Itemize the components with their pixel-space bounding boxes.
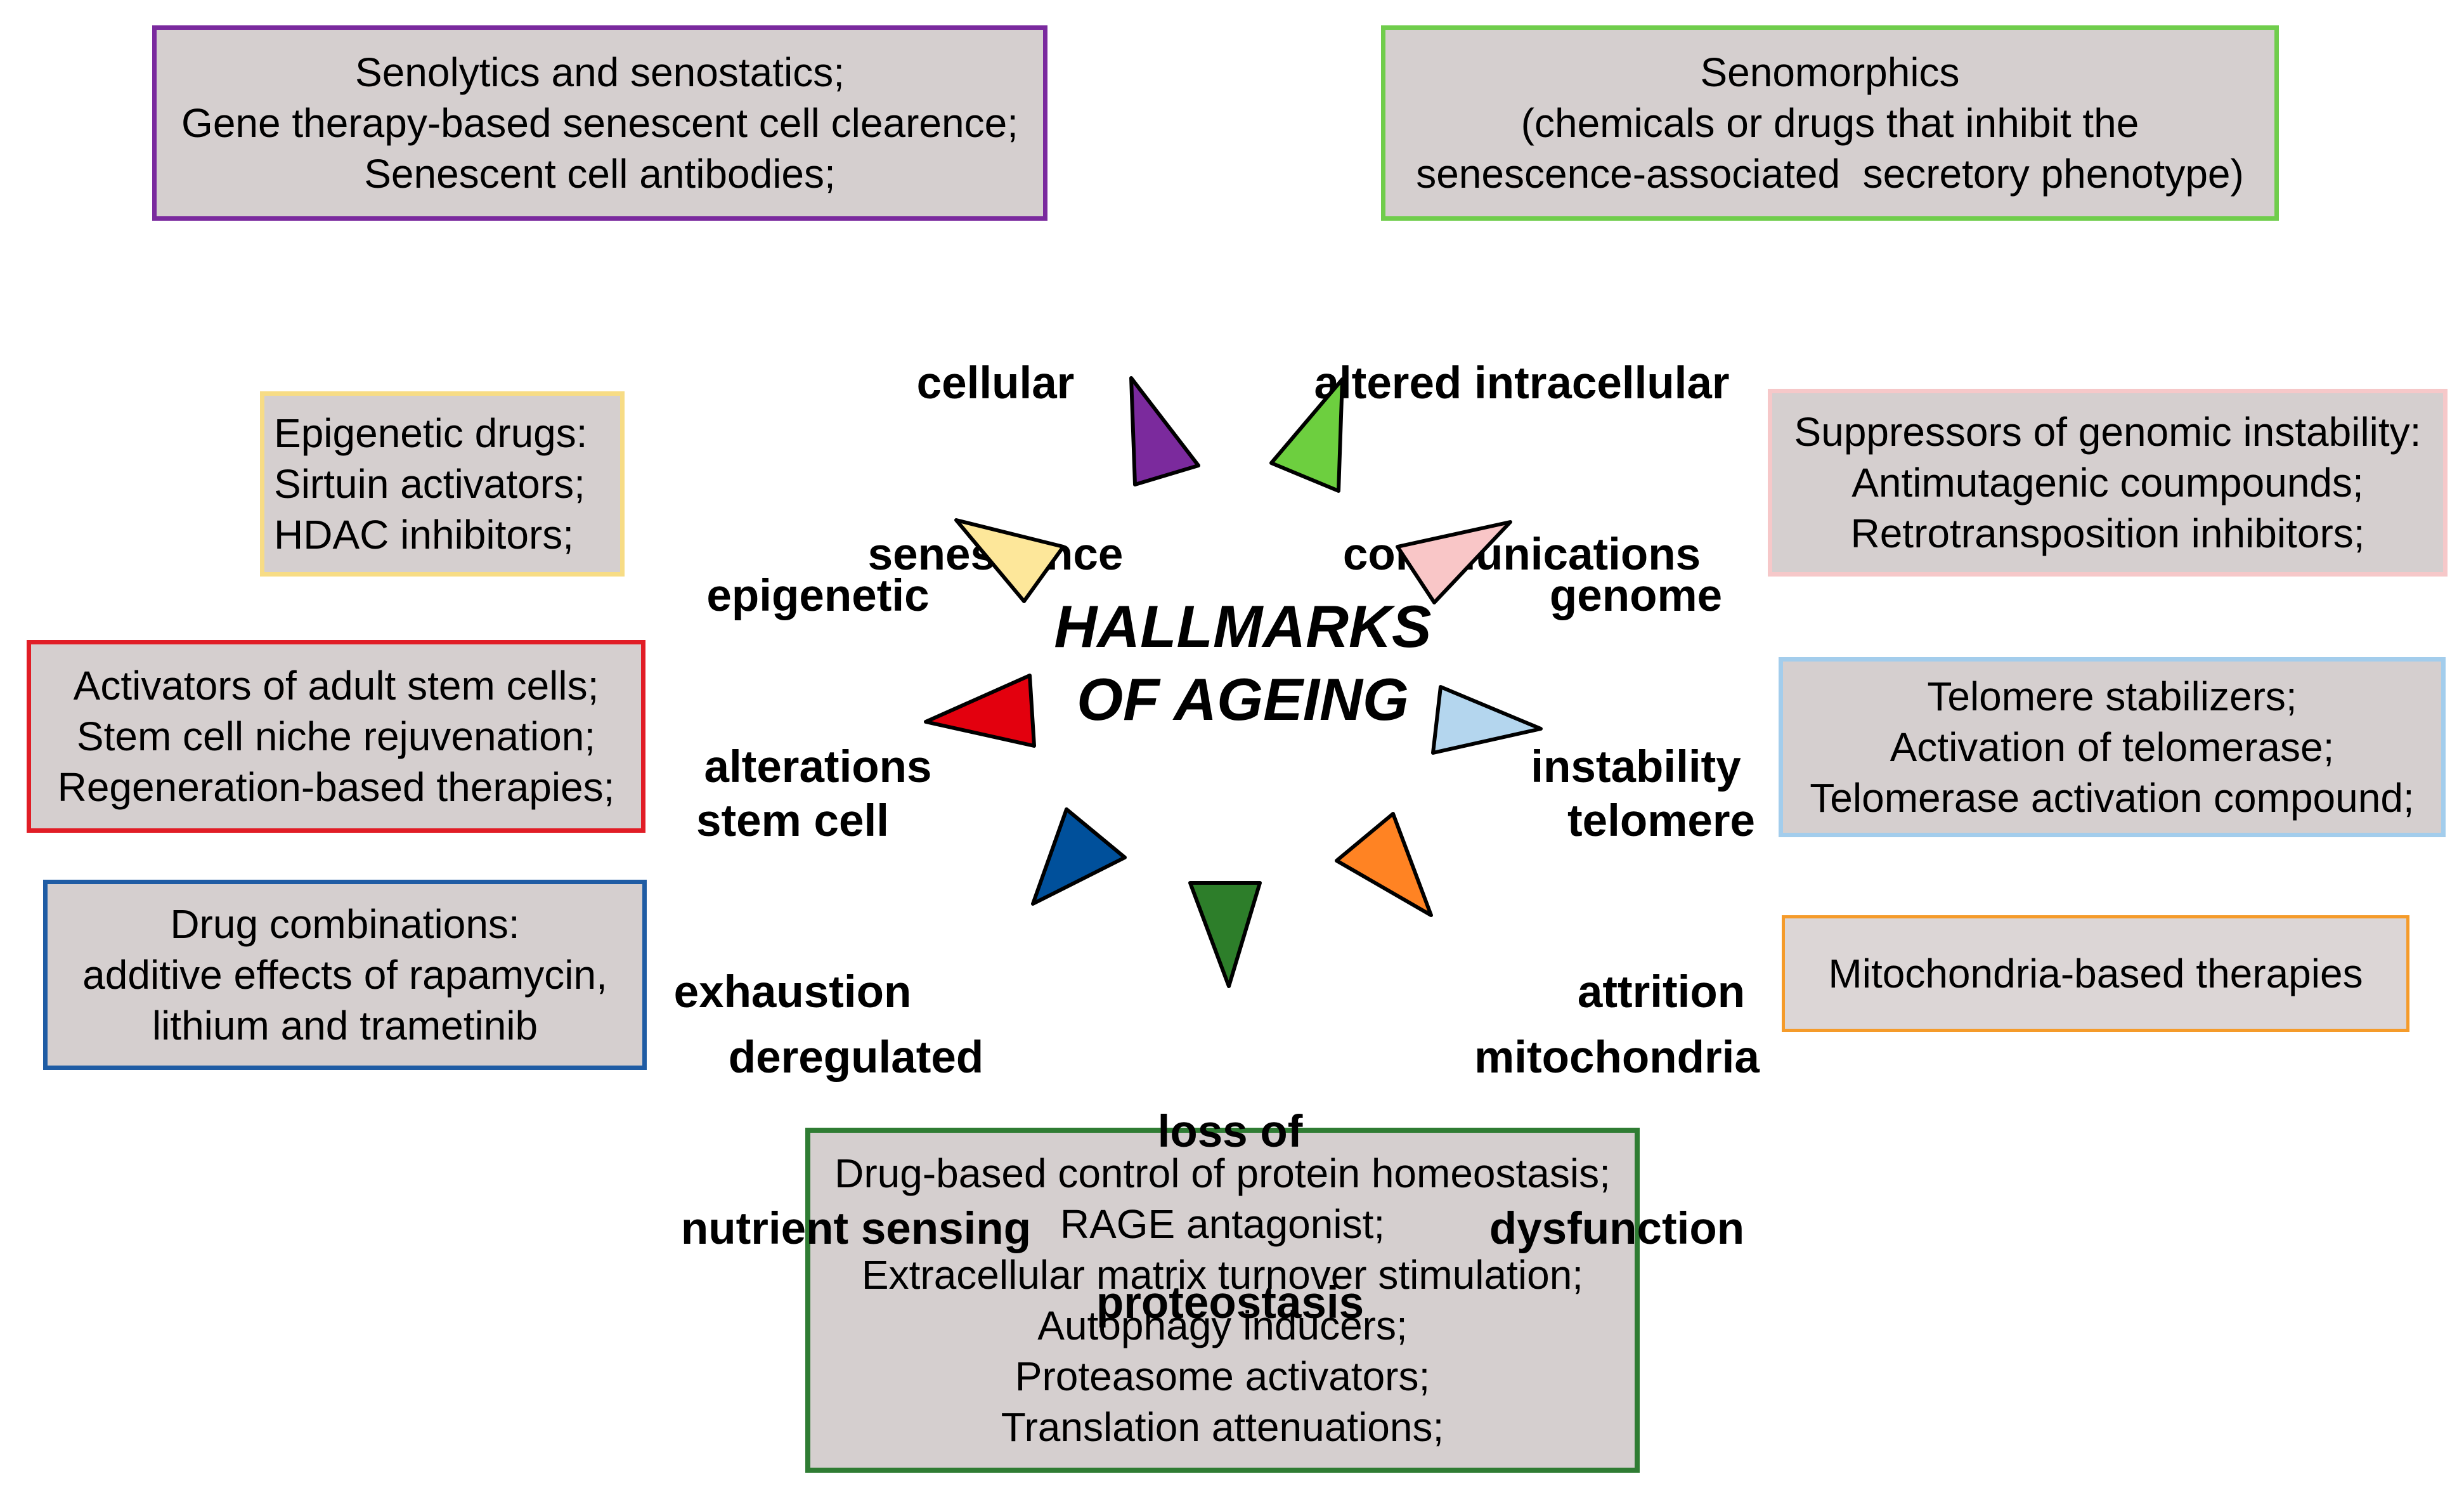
hallmark-epigenetic-alterations: epigenetic alterations bbox=[672, 453, 964, 853]
box-line: Suppressors of genomic instability: bbox=[1794, 409, 2422, 455]
box-line: lithium and trametinib bbox=[152, 1003, 538, 1048]
box-line: HDAC inhibitors; bbox=[274, 512, 574, 558]
box-line: Retrotransposition inhibitors; bbox=[1850, 511, 2365, 556]
senolytics-box: Senolytics and senostatics; Gene therapy… bbox=[152, 25, 1047, 221]
box-line: Drug combinations: bbox=[170, 901, 520, 947]
title-line: OF AGEING bbox=[1077, 666, 1409, 733]
box-line: Proteasome activators; bbox=[1015, 1353, 1430, 1399]
hallmark-label: mitochondria bbox=[1474, 1033, 1760, 1083]
loss-of-proteostasis-triangle bbox=[1188, 881, 1262, 988]
telomere-therapies-box: Telomere stabilizers; Activation of telo… bbox=[1779, 657, 2446, 837]
hallmark-label: epigenetic bbox=[706, 571, 930, 621]
box-line: senescence-associated secretory phenotyp… bbox=[1416, 151, 2244, 197]
box-line: Epigenetic drugs: bbox=[274, 410, 588, 456]
box-line: additive effects of rapamycin, bbox=[82, 952, 607, 998]
genomic-instability-suppressors-box: Suppressors of genomic instability: Anti… bbox=[1768, 389, 2448, 577]
hallmark-label: deregulated bbox=[728, 1033, 984, 1083]
hallmark-label: loss of bbox=[1157, 1107, 1303, 1157]
box-line: Drug-based control of protein homeostasi… bbox=[834, 1151, 1611, 1196]
box-line: (chemicals or drugs that inhibit the bbox=[1521, 100, 2139, 146]
hallmark-label: exhaustion bbox=[673, 967, 912, 1017]
box-line: Stem cell niche rejuvenation; bbox=[76, 714, 596, 759]
cellular-senescence-triangle bbox=[1129, 376, 1200, 486]
hallmark-telomere-attrition: telomere attrition bbox=[1547, 679, 1775, 1078]
senomorphics-box: Senomorphics (chemicals or drugs that in… bbox=[1381, 25, 2279, 221]
box-line: Activators of adult stem cells; bbox=[73, 663, 599, 708]
mitochondria-therapies-box: Mitochondria-based therapies bbox=[1782, 915, 2409, 1032]
proteostasis-control-box: Drug-based control of protein homeostasi… bbox=[805, 1128, 1640, 1473]
hallmark-label: nutrient sensing bbox=[680, 1204, 1032, 1254]
altered-communications-triangle bbox=[1269, 377, 1344, 493]
title-line: HALLMARKS bbox=[1054, 593, 1432, 660]
hallmark-label: alterations bbox=[704, 742, 932, 792]
box-line: Antimutagenic coumpounds; bbox=[1851, 460, 2364, 505]
hallmark-stem-cell-exhaustion: stem cell exhaustion bbox=[672, 679, 913, 1078]
hallmark-label: genome bbox=[1549, 571, 1723, 621]
genome-instability-triangle bbox=[1396, 520, 1512, 604]
epigenetic-drugs-box: Epigenetic drugs: Sirtuin activators; HD… bbox=[260, 391, 625, 577]
box-line: Telomerase activation compound; bbox=[1810, 775, 2415, 821]
hallmark-label: cellular bbox=[916, 358, 1075, 408]
stem-cell-therapies-box: Activators of adult stem cells; Stem cel… bbox=[27, 640, 645, 833]
hallmark-label: dysfunction bbox=[1489, 1204, 1745, 1254]
box-line: Mitochondria-based therapies bbox=[1828, 951, 2363, 996]
hallmark-loss-of-proteostasis: loss of proteostasis bbox=[1072, 989, 1389, 1389]
box-line: Activation of telomerase; bbox=[1890, 724, 2335, 770]
epigenetic-alterations-triangle bbox=[954, 518, 1065, 603]
deregulated-nutrient-sensing-triangle bbox=[1031, 807, 1127, 906]
box-line: RAGE antagonist; bbox=[1060, 1201, 1385, 1247]
hallmark-label: telomere bbox=[1567, 796, 1755, 846]
box-line: Senomorphics bbox=[1700, 49, 1960, 95]
box-line: Regeneration-based therapies; bbox=[57, 764, 615, 810]
hallmark-label: attrition bbox=[1577, 967, 1746, 1017]
hallmark-mitochondria-dysfunction: mitochondria dysfunction bbox=[1433, 915, 1801, 1315]
hallmark-genome-instability: genome instability bbox=[1509, 453, 1763, 853]
box-line: Translation attenuations; bbox=[1001, 1404, 1444, 1450]
box-line: Senolytics and senostatics; bbox=[355, 49, 845, 95]
telomere-attrition-triangle bbox=[1431, 685, 1543, 755]
box-line: Gene therapy-based senescent cell cleare… bbox=[181, 100, 1018, 146]
hallmark-label: proteostasis bbox=[1096, 1278, 1365, 1328]
hallmark-label: stem cell bbox=[696, 796, 889, 846]
stem-cell-exhaustion-triangle bbox=[924, 674, 1036, 748]
box-line: Sirtuin activators; bbox=[274, 461, 585, 507]
box-line: Telomere stabilizers; bbox=[1927, 674, 2297, 719]
box-line: Extracellular matrix turnover stimulatio… bbox=[861, 1252, 1584, 1298]
hallmark-deregulated-nutrient-sensing: deregulated nutrient sensing bbox=[659, 915, 1053, 1315]
drug-combinations-box: Drug combinations: additive effects of r… bbox=[43, 880, 647, 1070]
box-line: Autophagy inducers; bbox=[1037, 1303, 1408, 1348]
diagram-title: HALLMARKS OF AGEING bbox=[964, 590, 1522, 736]
box-line: Senescent cell antibodies; bbox=[364, 151, 836, 197]
hallmark-label: instability bbox=[1531, 742, 1741, 792]
mitochondria-dysfunction-triangle bbox=[1335, 812, 1433, 917]
